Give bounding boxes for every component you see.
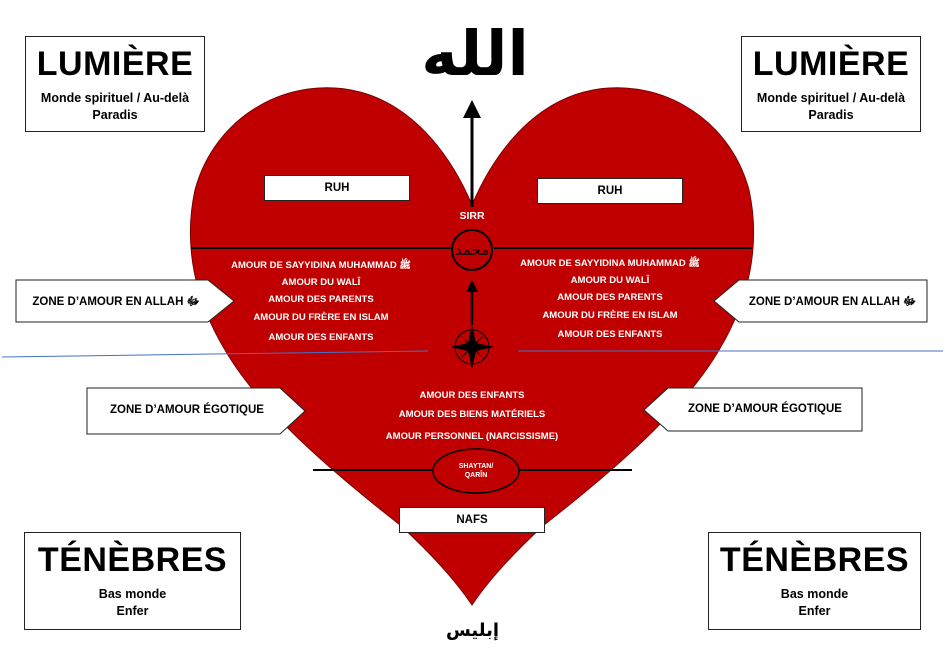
love-right-item: AMOUR DES ENFANTS	[557, 329, 663, 340]
lumiere-left-line1: Monde spirituel / Au-delà	[40, 91, 190, 105]
zone-ego-left-arrow	[86, 387, 306, 435]
lumiere-right-line2: Paradis	[808, 108, 854, 122]
zone-allah-right-arrow	[713, 279, 928, 323]
muhammad-circle	[451, 229, 493, 271]
zone-allah-left-label: ZONE D’AMOUR EN ALLAH ﷻ	[32, 296, 200, 308]
tenebres-right-title: TÉNÈBRES	[719, 541, 910, 579]
lumiere-left-box: LUMIÈRE Monde spirituel / Au-delà Paradi…	[25, 36, 205, 132]
shaytan-label: SHAYTAN/ QARÎN	[458, 463, 494, 479]
tenebres-right-box: TÉNÈBRES Bas monde Enfer	[708, 532, 921, 630]
zone-allah-left-arrow	[15, 279, 235, 323]
love-right-item: AMOUR DU FRÈRE EN ISLAM	[542, 310, 678, 321]
ruh-left-box: RUH	[264, 175, 410, 201]
compass-rose-icon	[450, 325, 494, 369]
tenebres-left-line2: Enfer	[116, 604, 149, 618]
muhammad-calligraphy: محمد	[454, 241, 490, 259]
lumiere-right-title: LUMIÈRE	[752, 45, 910, 83]
zone-allah-right-label: ZONE D’AMOUR EN ALLAH ﷻ	[748, 296, 917, 308]
tenebres-left-line1: Bas monde	[98, 587, 167, 601]
love-ego-item: AMOUR PERSONNEL (NARCISSISME)	[385, 431, 559, 442]
love-left-item: AMOUR DU FRÈRE EN ISLAM	[253, 312, 389, 323]
blue-line-left	[1, 350, 429, 358]
love-left-item: AMOUR DE SAYYIDINA MUHAMMAD ﷺ	[231, 260, 411, 271]
sirr-label: SIRR	[459, 210, 485, 222]
zone-ego-right-label: ZONE D’AMOUR ÉGOTIQUE	[688, 403, 842, 415]
love-right-item: AMOUR DES PARENTS	[557, 292, 663, 303]
arrow-head-mid	[466, 280, 478, 292]
love-left-item: AMOUR DU WALÎ	[281, 277, 361, 288]
zone-ego-right-arrow	[643, 387, 863, 432]
love-right-item: AMOUR DU WALÎ	[570, 275, 650, 286]
love-ego-item: AMOUR DES ENFANTS	[419, 390, 525, 401]
lumiere-left-line2: Paradis	[92, 108, 138, 122]
tenebres-right-line1: Bas monde	[780, 587, 849, 601]
tenebres-left-box: TÉNÈBRES Bas monde Enfer	[24, 532, 241, 630]
lumiere-right-line1: Monde spirituel / Au-delà	[756, 91, 906, 105]
iblis-text: إبليس	[445, 620, 500, 641]
love-left-item: AMOUR DES ENFANTS	[268, 332, 374, 343]
love-left-item: AMOUR DES PARENTS	[268, 294, 374, 305]
love-ego-item: AMOUR DES BIENS MATÉRIELS	[398, 409, 546, 420]
love-right-item: AMOUR DE SAYYIDINA MUHAMMAD ﷺ	[520, 258, 700, 269]
allah-calligraphy: الله	[421, 17, 529, 90]
arrow-head-top	[463, 100, 481, 118]
lumiere-left-title: LUMIÈRE	[36, 45, 194, 83]
ruh-right-box: RUH	[537, 178, 683, 204]
zone-ego-left-label: ZONE D’AMOUR ÉGOTIQUE	[110, 404, 264, 416]
nafs-box: NAFS	[399, 507, 545, 533]
shaytan-ellipse	[432, 448, 520, 494]
tenebres-left-title: TÉNÈBRES	[37, 541, 228, 579]
tenebres-right-line2: Enfer	[798, 604, 831, 618]
lumiere-right-box: LUMIÈRE Monde spirituel / Au-delà Paradi…	[741, 36, 921, 132]
